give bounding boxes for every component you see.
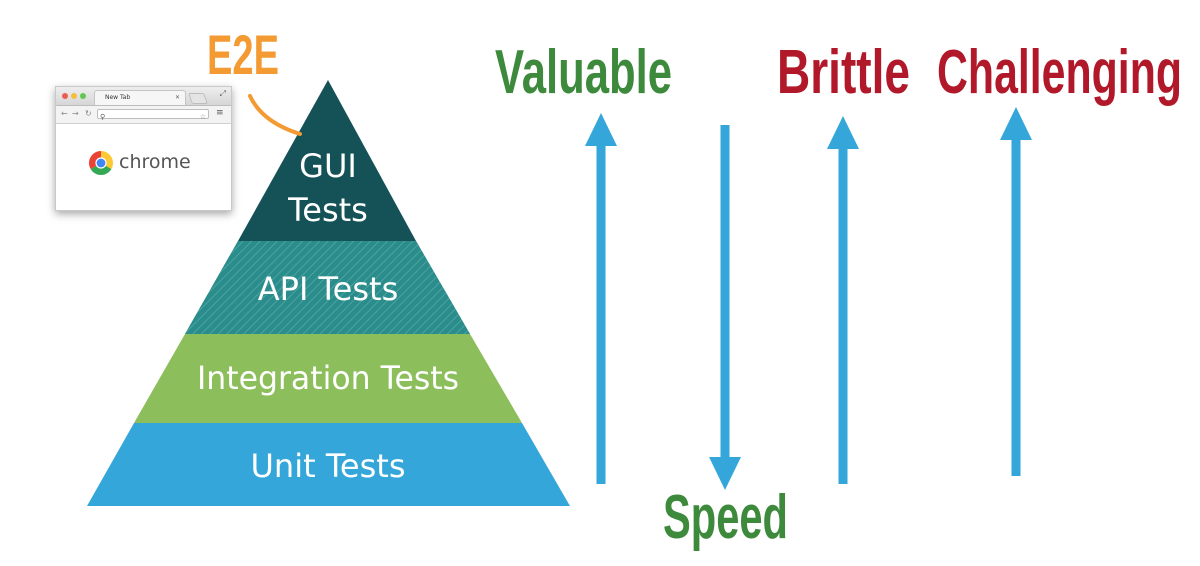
browser-titlebar: New Tab ✕ ⤢: [56, 87, 231, 106]
challenging-label: Challenging: [937, 38, 1182, 107]
close-tab-icon[interactable]: ✕: [174, 94, 180, 101]
close-window-icon[interactable]: [62, 93, 68, 99]
unit-tests-label: Unit Tests: [251, 447, 406, 485]
valuable-label: Valuable: [495, 38, 672, 107]
fullscreen-icon[interactable]: ⤢: [219, 89, 226, 98]
menu-icon[interactable]: ≡: [216, 108, 224, 118]
new-tab-button[interactable]: [187, 93, 209, 104]
pyramid-layer-integration: [134, 334, 522, 423]
e2e-label: E2E: [207, 23, 279, 86]
gui-tests-label-line2: Tests: [287, 191, 368, 229]
address-bar[interactable]: ⚲ ☆: [97, 109, 209, 121]
speed-label: Speed: [663, 483, 788, 552]
api-tests-label: API Tests: [258, 270, 398, 308]
back-arrow-icon[interactable]: ←: [61, 109, 68, 118]
browser-window: New Tab ✕ ⤢ ← → ↻ ⚲ ☆ ≡ chrome: [55, 86, 232, 211]
speed-arrow-down-icon: [709, 457, 741, 490]
chrome-logo-text: chrome: [119, 151, 191, 173]
forward-arrow-icon[interactable]: →: [72, 109, 79, 118]
pyramid-layer-api-hatch: [185, 241, 470, 334]
e2e-callout-curve: [248, 94, 302, 136]
zoom-window-icon[interactable]: [80, 93, 86, 99]
arrows-group: [585, 107, 1032, 490]
reload-icon[interactable]: ↻: [85, 109, 92, 118]
star-icon[interactable]: ☆: [199, 113, 206, 121]
search-icon: ⚲: [100, 113, 106, 121]
brittle-arrow-up-icon: [827, 116, 859, 149]
gui-tests-label-line1: GUI: [299, 147, 357, 185]
browser-tab[interactable]: New Tab ✕: [94, 90, 186, 105]
brittle-label: Brittle: [777, 38, 910, 107]
challenging-arrow-up-icon: [1000, 107, 1032, 140]
browser-content: chrome: [56, 124, 231, 210]
minimize-window-icon[interactable]: [71, 93, 77, 99]
integration-tests-label: Integration Tests: [197, 359, 459, 397]
pyramid-layer-gui: [238, 80, 416, 241]
browser-toolbar: ← → ↻ ⚲ ☆ ≡: [56, 106, 231, 124]
valuable-arrow-up-icon: [585, 113, 617, 146]
pyramid-layer-unit: [87, 423, 570, 506]
chrome-logo-icon: [89, 151, 113, 175]
browser-tab-title: New Tab: [105, 94, 131, 101]
